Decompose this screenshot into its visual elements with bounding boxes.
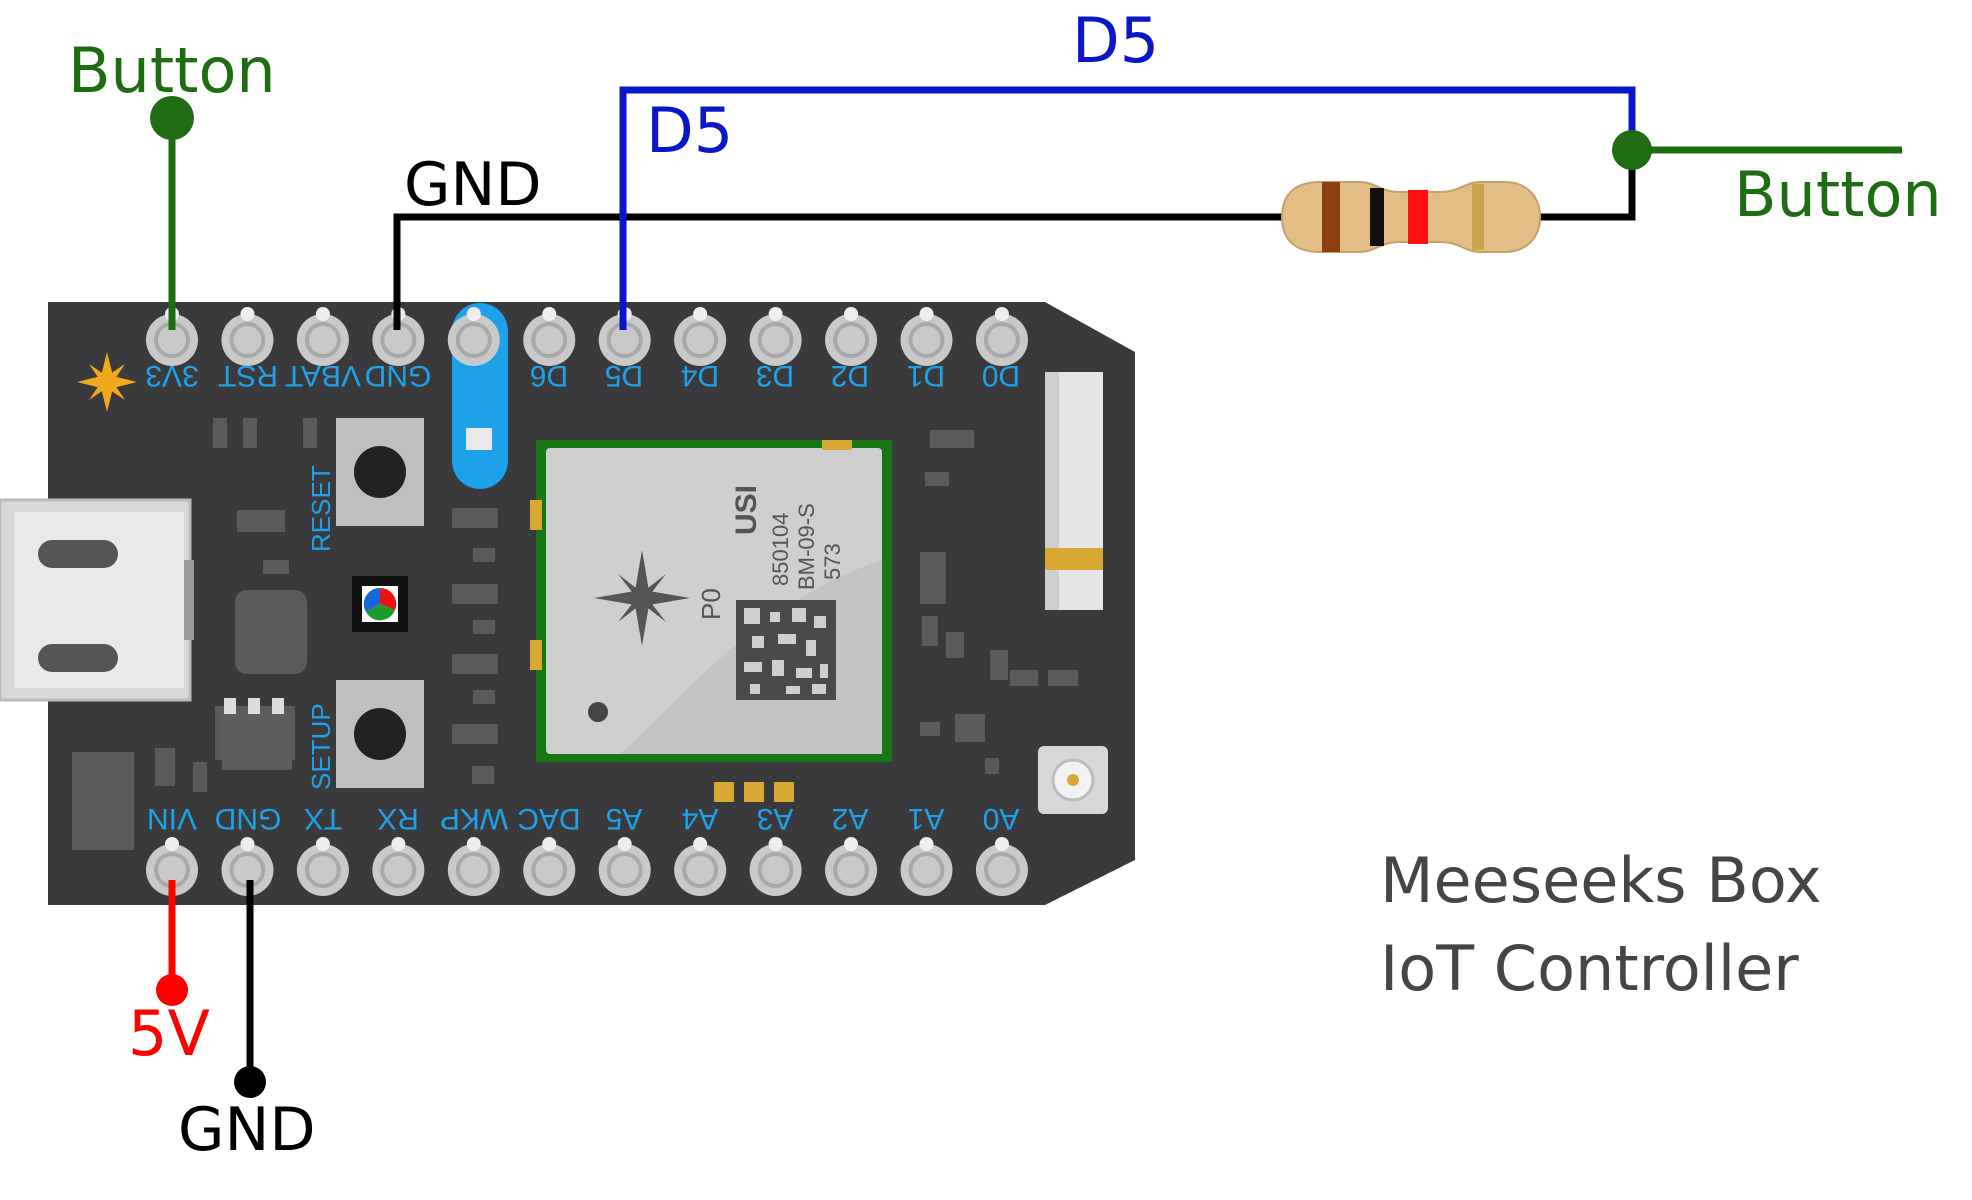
pin-label-tx: TX [304, 802, 342, 835]
gnd-wire-top [393, 213, 1235, 300]
pin-label-d7: D7 [455, 359, 493, 392]
pin-label-d1: D1 [907, 359, 945, 392]
button-label-left: Button [68, 34, 276, 107]
pin-label-rst: RST [218, 359, 278, 392]
pin-label-a4: A4 [682, 802, 719, 835]
pin-a5-bottom [598, 837, 651, 896]
reset-label: RESET [306, 465, 336, 552]
resistor-lead-right [1520, 150, 1636, 221]
qr-code [736, 600, 836, 700]
pin-vbat-top [296, 307, 349, 366]
d5-wire [619, 86, 1636, 300]
pin-d7-top [447, 307, 500, 366]
module-brand: USI [730, 485, 763, 535]
module-line3: 573 [820, 543, 845, 580]
bottom-pin-labels: VIN GND TX RX WKP DAC A5 A4 A3 A2 A1 A0 [147, 802, 1019, 835]
resistor [1280, 181, 1542, 253]
five-v-label: 5V [128, 997, 210, 1070]
reset-button[interactable] [336, 418, 424, 526]
pin-d2-top [825, 307, 878, 366]
module-line1: 850104 [768, 513, 793, 586]
pin-a1-bottom [900, 837, 953, 896]
button-label-right: Button [1734, 158, 1942, 231]
pin-d1-top [900, 307, 953, 366]
pin-dac-bottom [523, 837, 576, 896]
pin-label-gnd-bottom: GND [215, 802, 282, 835]
pin-a3-bottom [749, 837, 802, 896]
pin-label-d6: D6 [530, 359, 568, 392]
pin-label-dac: DAC [517, 802, 580, 835]
pin-a4-bottom [674, 837, 727, 896]
pin-label-a0: A0 [983, 802, 1020, 835]
pin-label-vbat: VBAT [285, 359, 361, 392]
pin-a2-bottom [825, 837, 878, 896]
star-logo-icon [77, 352, 137, 412]
pin-d3-top [749, 307, 802, 366]
gnd-terminal-bottom [234, 1066, 266, 1098]
module-star-icon [594, 550, 690, 646]
pin-a0-bottom [975, 837, 1028, 896]
setup-button[interactable] [336, 680, 424, 788]
vin-terminal [156, 974, 188, 1006]
photon-board: RESET SETUP [0, 302, 1135, 905]
pin-label-d2: D2 [831, 359, 869, 392]
title-line-2: IoT Controller [1380, 932, 1799, 1005]
module-model: P0 [696, 588, 726, 620]
gnd-label-top: GND [404, 150, 542, 220]
module-line2: BM-09-S [794, 503, 819, 590]
pin-label-vin: VIN [147, 802, 197, 835]
pin-label-3v3: 3V3 [145, 359, 198, 392]
pin-d6-top [523, 307, 576, 366]
pin-vin-bottom [146, 837, 198, 896]
d5-label-top: D5 [1072, 4, 1159, 77]
pin-label-a3: A3 [757, 802, 794, 835]
chip-antenna [1045, 372, 1103, 610]
pin-label-gnd-top: GND [365, 359, 432, 392]
micro-usb-icon [0, 498, 194, 702]
pin-label-a1: A1 [908, 802, 945, 835]
pin-label-wkp: WKP [440, 802, 508, 835]
regulator-chip [222, 698, 292, 770]
d5-label-inner: D5 [646, 94, 733, 167]
top-pin-labels: 3V3 RST VBAT GND D7 D6 D5 D4 D3 D2 D1 D0 [145, 359, 1020, 392]
pin-label-d5: D5 [605, 359, 643, 392]
pin-label-rx: RX [377, 802, 419, 835]
wifi-module: P0 USI 850104 BM-09-S 573 [530, 440, 892, 762]
pin-d0-top [975, 307, 1028, 366]
top-header-pins [146, 307, 1028, 366]
gnd-label-bottom: GND [178, 1095, 316, 1165]
pin-label-d3: D3 [756, 359, 794, 392]
pin-label-d0: D0 [982, 359, 1020, 392]
pin-label-a5: A5 [606, 802, 643, 835]
setup-label: SETUP [306, 703, 336, 790]
button-terminal-left [150, 96, 194, 140]
pin-label-a2: A2 [832, 802, 869, 835]
pin-rx-bottom [372, 837, 425, 896]
button-junction-right [1612, 130, 1652, 170]
pin-d4-top [674, 307, 727, 366]
rgb-led-icon [352, 576, 408, 632]
bottom-header-pins [146, 837, 1028, 896]
antenna-connector-icon [1038, 746, 1108, 814]
pin-tx-bottom [296, 837, 349, 896]
pin-wkp-bottom [447, 837, 500, 896]
pin-label-d4: D4 [681, 359, 719, 392]
pin-rst-top [221, 307, 274, 366]
title-line-1: Meeseeks Box [1380, 844, 1822, 917]
